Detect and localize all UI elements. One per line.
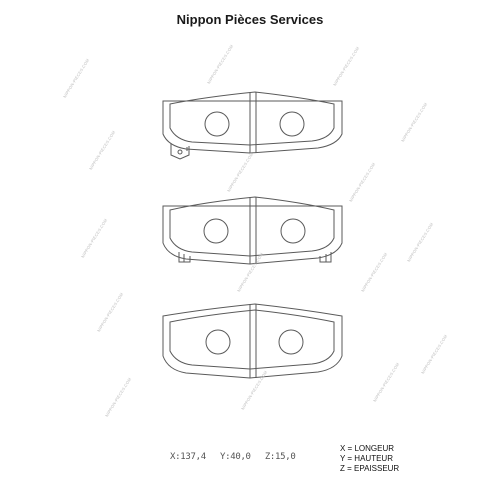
pad-3-hole-left	[205, 329, 231, 355]
page-title: Nippon Pièces Services	[176, 12, 324, 27]
pad-2-hole-right	[280, 218, 306, 244]
dimensions-readout: X:137,4 Y:40,0 Z:15,0	[170, 452, 305, 462]
pad-3-outline	[162, 303, 343, 379]
pad-1-sensor-tab	[170, 143, 190, 160]
pad-3-hole-right	[278, 329, 304, 355]
dimension-z: Z:15,0	[264, 452, 296, 462]
dimension-y: Y:40,0	[219, 452, 251, 462]
pad-1-hole-right	[279, 111, 305, 137]
pad-2-outline	[162, 205, 343, 265]
legend-item-y: Y = HAUTEUR	[340, 454, 393, 463]
legend-item-x: X = LONGEUR	[340, 444, 395, 453]
pad-3-friction	[169, 309, 335, 370]
pad-2-hole-left	[203, 218, 229, 244]
pad-1-friction	[169, 91, 335, 146]
dimension-x: X:137,4	[170, 452, 206, 462]
brake-pad-1	[162, 91, 343, 160]
pad-1-sensor-tab-hole	[177, 149, 183, 155]
pad-2-friction	[169, 196, 335, 257]
dimension-legend: X = LONGEUR Y = HAUTEUR Z = EPAISSEUR	[340, 444, 399, 474]
legend-item-z: Z = EPAISSEUR	[340, 464, 400, 473]
brake-pad-3	[162, 303, 343, 379]
pad-1-hole-left	[204, 111, 230, 137]
pad-1-outline	[162, 100, 343, 154]
brake-pad-2	[162, 196, 343, 265]
